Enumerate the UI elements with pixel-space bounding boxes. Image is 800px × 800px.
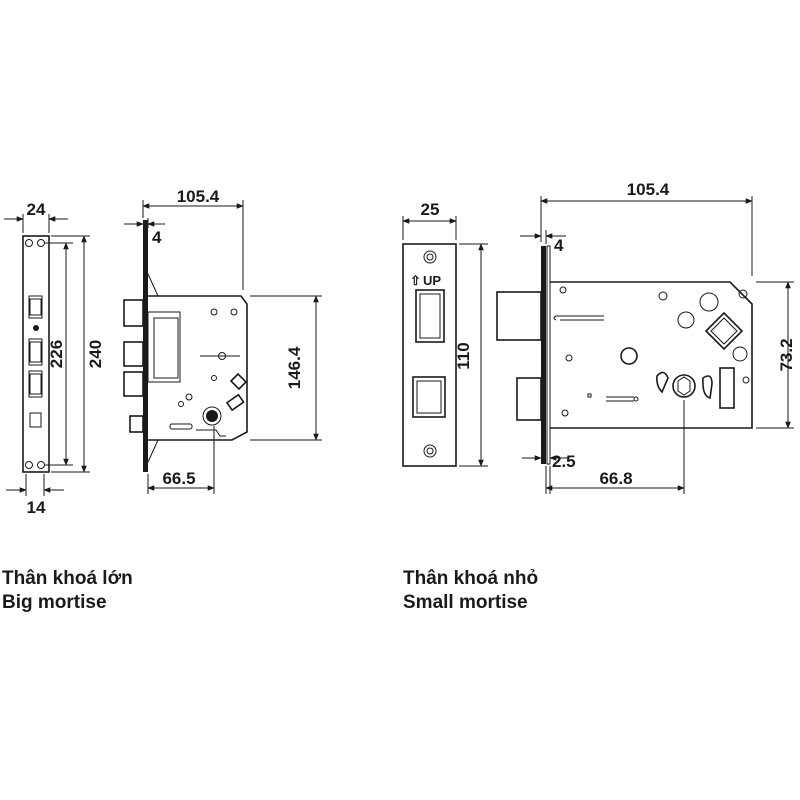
big-mortise-caption: Thân khoá lớn Big mortise	[2, 567, 133, 615]
small-side-dimensions: 105.4 4 73.2 2.5 66.8	[520, 180, 796, 494]
up-arrow-icon: ⇧	[410, 273, 421, 288]
big-side-dimensions: 105.4 4 146.4 66.5	[124, 187, 322, 494]
small-faceplate-dimensions: 25 110	[402, 200, 488, 467]
small-mortise-caption: Thân khoá nhỏ Small mortise	[403, 567, 538, 615]
big-faceplate-dimensions: 24 226 240 14	[4, 200, 105, 517]
big-body-thickness-label: 14	[27, 498, 46, 517]
small-mortise-side-view	[496, 245, 753, 465]
small-faceplate-front-view: ⇧ UP	[402, 243, 457, 467]
big-caption-en: Big mortise	[2, 592, 107, 613]
small-mortise-drawing: ⇧ UP 25 110	[402, 180, 796, 494]
small-caption-en: Small mortise	[403, 592, 528, 613]
up-label: UP	[423, 273, 441, 288]
small-body-height-label: 73.2	[777, 338, 796, 371]
small-plate-offset-label: 2.5	[552, 452, 576, 471]
big-caption-vi: Thân khoá lớn	[2, 568, 133, 589]
big-body-height-label: 146.4	[285, 346, 304, 389]
small-face-width-label: 25	[421, 200, 440, 219]
small-face-length-label: 110	[454, 342, 473, 369]
big-face-length-label: 240	[86, 340, 105, 368]
big-face-thickness-label: 4	[152, 228, 162, 247]
big-faceplate-front-view	[22, 235, 50, 473]
small-caption-vi: Thân khoá nhỏ	[403, 568, 539, 589]
small-face-thickness-label: 4	[554, 236, 564, 255]
big-backset-label: 66.5	[162, 469, 195, 488]
big-backset-total-label: 105.4	[177, 187, 220, 206]
big-mortise-drawing: 24 226 240 14	[4, 187, 322, 517]
small-backset-total-label: 105.4	[627, 180, 670, 199]
small-backset-label: 66.8	[599, 469, 632, 488]
big-face-width-label: 24	[27, 200, 46, 219]
big-mortise-side-view	[123, 220, 248, 472]
big-hole-spacing-label: 226	[47, 340, 66, 368]
